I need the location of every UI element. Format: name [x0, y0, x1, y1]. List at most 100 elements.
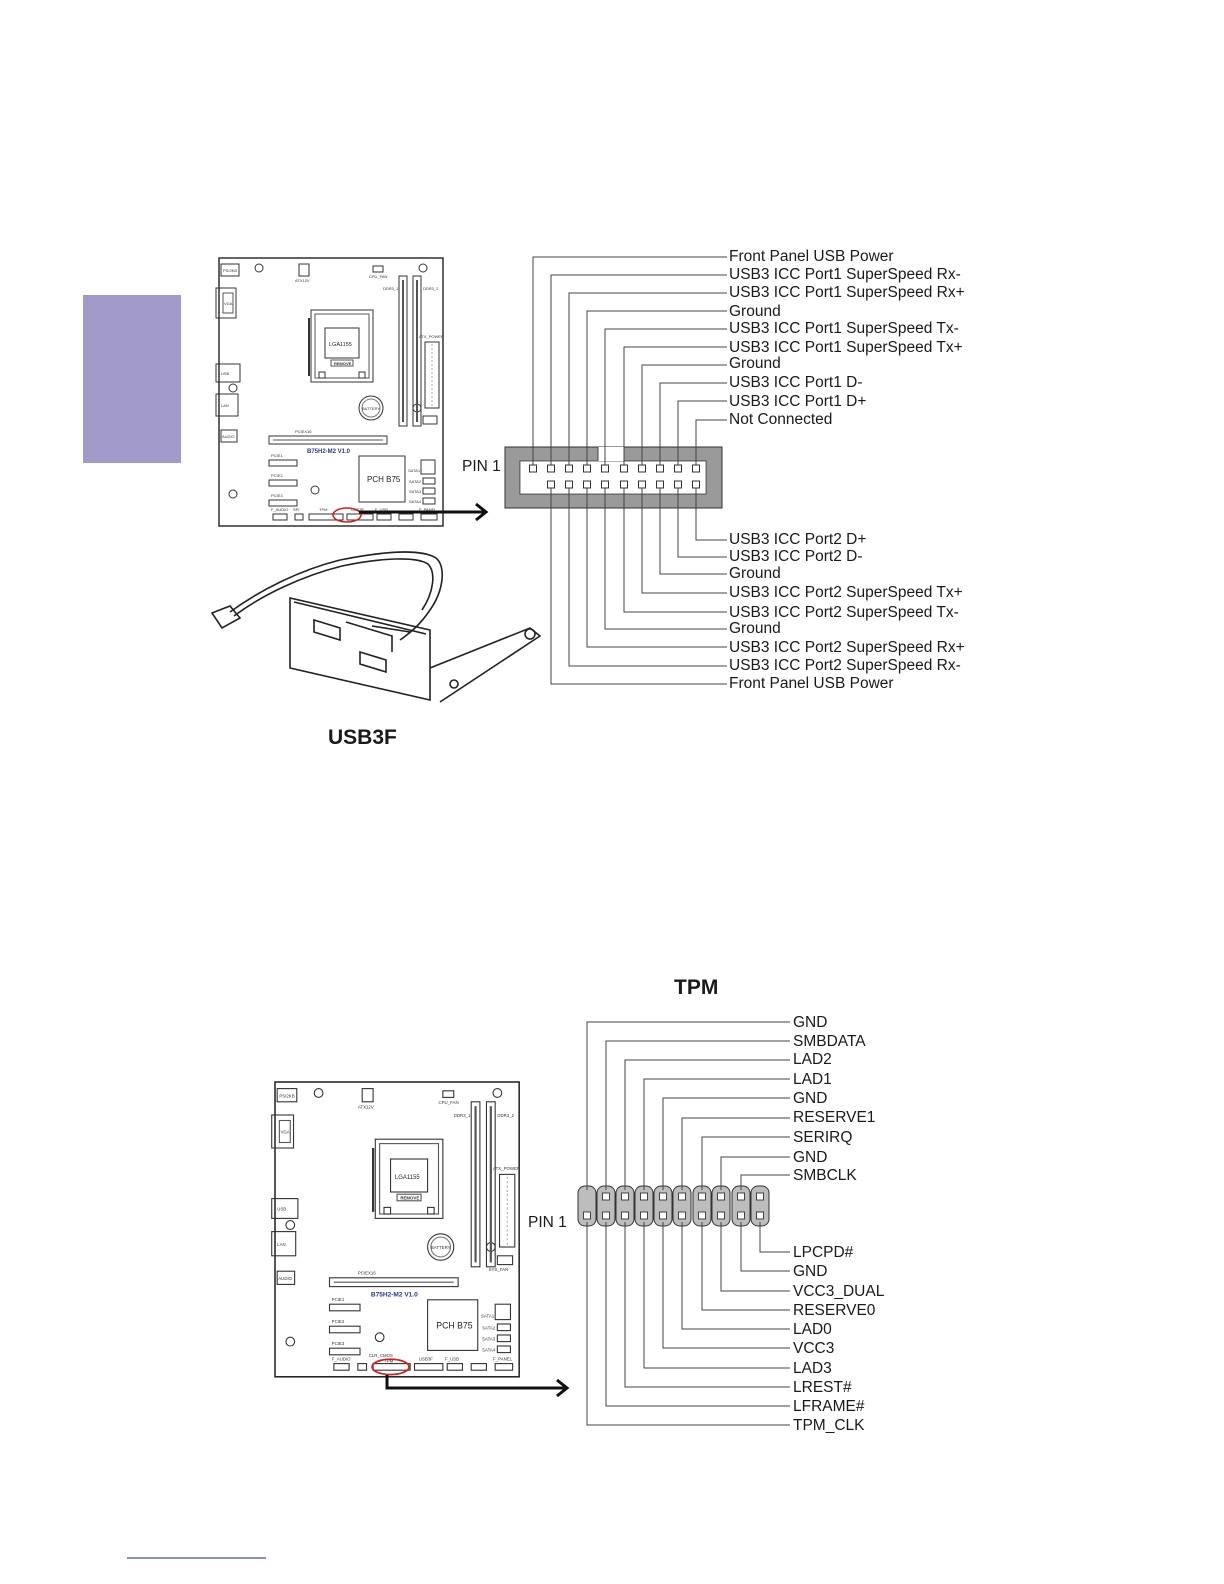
usb3f-leader-line — [641, 488, 727, 594]
mb2-cpufan-label: CPU_FAN — [439, 1100, 459, 1105]
mb1-sata4-label: SATA4 — [409, 499, 422, 504]
usb3f-top-pin-label: USB3 ICC Port1 SuperSpeed Tx- — [729, 320, 959, 337]
mb1-lan-label: LAN — [221, 403, 229, 408]
usb3f-leader-line — [677, 488, 727, 558]
tpm-leader-line — [740, 1222, 790, 1272]
mb2-faudio-label: F_AUDIO — [332, 1356, 351, 1361]
mb1-model-label: B75H2-M2 V1.0 — [307, 449, 351, 455]
tpm-pins — [577, 1185, 770, 1227]
mb2-socket-label: LGA1155 — [395, 1175, 421, 1181]
usb3f-leader-line — [641, 364, 727, 465]
tpm-top-pin-label: LAD1 — [793, 1071, 832, 1088]
tpm-pin — [756, 1211, 764, 1220]
tpm-leader-line — [624, 1059, 790, 1190]
tpm-bottom-pin-label: LPCPD# — [793, 1244, 854, 1261]
tpm-pin — [698, 1192, 706, 1201]
mb1-usb-label: USB — [221, 371, 230, 376]
usb3f-pin — [565, 480, 573, 489]
tpm-pin-column — [634, 1185, 654, 1227]
usb3f-leader-line — [695, 419, 727, 465]
usb3f-pin — [638, 464, 646, 473]
usb3f-bottom-pin-label: USB3 ICC Port2 SuperSpeed Tx+ — [729, 584, 963, 601]
usb3f-top-pin-label: Ground — [729, 303, 781, 320]
mb1-fusb-label: F_USB — [375, 507, 388, 512]
mb1-pcie2-label: PCIE2 — [271, 473, 283, 478]
tpm-pin — [717, 1192, 725, 1201]
mb2-ddr2-label: DDR3_2 — [497, 1113, 514, 1118]
mb1-audio-label: AUDIO — [222, 434, 235, 439]
tpm-pin — [698, 1211, 706, 1220]
mb2-atx12v-label: ATX12V — [358, 1104, 374, 1109]
usb3f-leader-line — [550, 274, 727, 465]
usb3f-pin — [656, 480, 664, 489]
tpm-leader-line — [586, 1021, 790, 1190]
tpm-pin-column — [577, 1185, 597, 1227]
mb2-vga-label: VGA — [280, 1130, 289, 1135]
tpm-bottom-pin-label: VCC3_DUAL — [793, 1283, 885, 1300]
tpm-top-pin-label: GND — [793, 1014, 827, 1031]
tpm-leader-line — [681, 1222, 790, 1330]
usb3f-top-pin-label: Not Connected — [729, 411, 832, 428]
tpm-leader-line — [701, 1136, 790, 1190]
tpm-leader-line — [643, 1222, 790, 1369]
mb2-fusb-label: F_USB — [445, 1356, 459, 1361]
usb3f-header-diagram — [504, 256, 727, 685]
usb3f-pin — [547, 464, 555, 473]
usb3f-title: USB3F — [328, 726, 397, 749]
usb3f-pin — [601, 480, 609, 489]
mb2-ddr1-label: DDR3_1 — [454, 1113, 471, 1118]
mb1-vga-label: VGA — [224, 301, 233, 306]
usb3f-pin1-label: PIN 1 — [462, 458, 501, 475]
usb3f-leader-line — [659, 382, 727, 465]
usb3f-pin — [583, 480, 591, 489]
usb3f-pin — [620, 480, 628, 489]
tpm-top-pin-label: SMBDATA — [793, 1033, 866, 1050]
tpm-pin — [621, 1211, 629, 1220]
tpm-top-pin-label: RESERVE1 — [793, 1109, 875, 1126]
tpm-top-pin-label: GND — [793, 1090, 827, 1107]
mb2-remove-label: REMOVE — [400, 1196, 419, 1201]
usb3f-top-pin-label: USB3 ICC Port1 SuperSpeed Rx- — [729, 266, 961, 283]
usb3f-pin — [565, 464, 573, 473]
mb1-usb3f-label: USB3F — [351, 507, 364, 512]
mb1-tpm-label: TPM — [319, 507, 327, 512]
tpm-bottom-pin-label: LREST# — [793, 1379, 852, 1396]
tpm-top-pin-label: LAD2 — [793, 1051, 832, 1068]
tpm-leader-line — [586, 1222, 790, 1426]
usb3f-top-labels: Front Panel USB Power USB3 ICC Port1 Sup… — [729, 248, 965, 428]
usb3f-leader-line — [586, 488, 727, 648]
tpm-pin — [737, 1192, 745, 1201]
tpm-top-pin-label: SERIRQ — [793, 1129, 852, 1146]
mb2-usb3f-label: USB3F — [419, 1356, 433, 1361]
mb2-sysfan-label: SYS_FAN — [489, 1267, 509, 1272]
tpm-leader-line — [720, 1156, 790, 1190]
mb2-sata4-label: SATA4 — [482, 1347, 496, 1352]
usb3f-bottom-pin-label: USB3 ICC Port2 D+ — [729, 531, 866, 548]
usb3f-leader-line — [659, 488, 727, 575]
usb3f-pin — [529, 464, 537, 473]
mb1-atxpower-label: ATX_POWER — [419, 334, 444, 339]
mb2-pciex16-label: PCIEX16 — [358, 1270, 376, 1275]
usb3f-bottom-pin-label: USB3 ICC Port2 SuperSpeed Rx- — [729, 657, 961, 674]
mb2-pcie3-label: PCIE3 — [332, 1341, 345, 1346]
usb3f-pin — [692, 480, 700, 489]
usb3f-top-pin-label: USB3 ICC Port1 D- — [729, 374, 863, 391]
tpm-pin — [640, 1192, 648, 1201]
usb3f-leader-line — [604, 488, 727, 630]
tpm-leader-line — [605, 1040, 790, 1190]
motherboard-illustration-usb3f: PS/2KB VGA USB LAN AUDIO ATX12V CPU_FAN … — [215, 257, 444, 527]
motherboard-illustration-tpm: PS/2KB VGA USB LAN AUDIO ATX12V CPU_FAN … — [270, 1080, 521, 1378]
tpm-pin — [678, 1192, 686, 1201]
usb3f-leader-line — [586, 310, 727, 465]
mb1-cpufan-label: CPU_FAN — [369, 274, 388, 279]
tpm-bottom-pin-label: LAD0 — [793, 1321, 832, 1338]
tpm-top-labels: GND SMBDATA LAD2 LAD1 GND RESERVE1 SERIR… — [793, 1014, 875, 1184]
mb1-sata3-label: SATA3 — [409, 489, 422, 494]
mb2-sata2-label: SATA2 — [482, 1325, 496, 1330]
mb1-ddr2-label: DDR3_2 — [423, 286, 439, 291]
usb3f-pin — [547, 480, 555, 489]
tpm-pin — [640, 1211, 648, 1220]
tpm-bottom-pin-label: VCC3 — [793, 1340, 834, 1357]
mb1-battery-label: BATTERY — [362, 406, 380, 411]
tpm-leader-line — [643, 1078, 790, 1190]
